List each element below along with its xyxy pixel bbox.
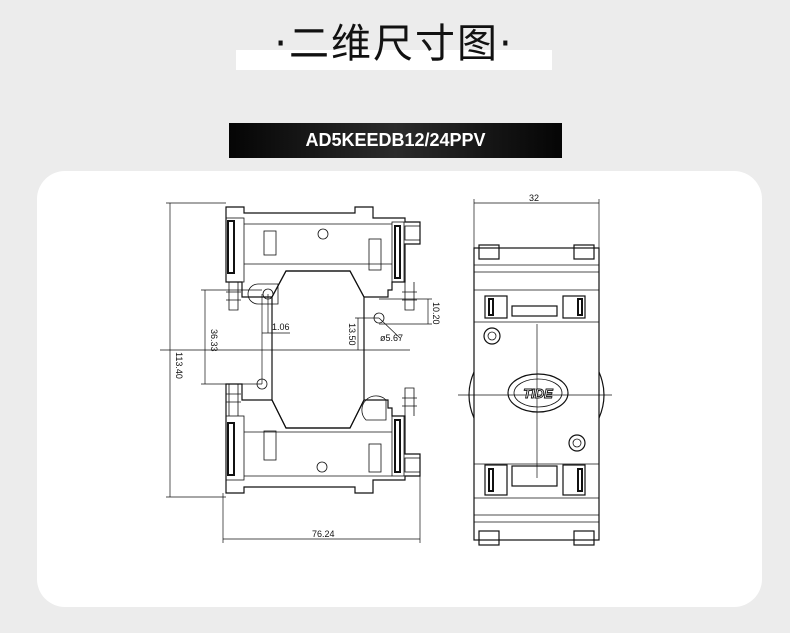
model-number: AD5KEEDB12/24PPV bbox=[305, 130, 486, 150]
top-bracket-outline bbox=[225, 206, 421, 298]
bottom-bracket-outline bbox=[225, 383, 421, 494]
title-underbar bbox=[236, 50, 552, 70]
side-top-lug-right bbox=[573, 244, 595, 260]
lower-block-right-pin bbox=[577, 468, 583, 492]
top-right-rail-inner bbox=[394, 225, 401, 279]
dim-height-total: 113.40 bbox=[174, 352, 184, 379]
top-left-rail bbox=[225, 217, 245, 283]
dim-inner: 36.33 bbox=[209, 329, 219, 352]
hole-dia-leader bbox=[378, 317, 401, 339]
lower-block-left-pin bbox=[488, 468, 494, 492]
title-block: ·二维尺寸图· bbox=[236, 20, 552, 70]
lower-block-left bbox=[484, 464, 508, 496]
model-banner: AD5KEEDB12/24PPV bbox=[229, 123, 562, 158]
side-body-outline bbox=[473, 247, 600, 541]
screw-bottom-right-inner bbox=[572, 438, 582, 448]
bottom-right-rail bbox=[391, 415, 405, 477]
logo-ring-inner bbox=[513, 378, 563, 408]
middle-body bbox=[271, 270, 365, 429]
side-top-lug-left bbox=[478, 244, 500, 260]
bottom-left-rail bbox=[225, 415, 245, 481]
top-right-tab bbox=[404, 225, 421, 241]
fitting-top-right bbox=[402, 282, 417, 311]
bottom-slot-right bbox=[368, 443, 382, 473]
fitting-bottom-right bbox=[402, 387, 417, 416]
dim-hole-dia: ø5.67 bbox=[380, 333, 403, 343]
dim-center-gap: 13.50 bbox=[347, 323, 357, 346]
logo-text: TIDE bbox=[523, 386, 553, 401]
side-bottom-lug-right bbox=[573, 530, 595, 546]
side-bottom-lug-left bbox=[478, 530, 500, 546]
dim-side-width: 32 bbox=[529, 193, 539, 203]
bottom-slot-left bbox=[263, 430, 277, 461]
bottom-right-rail-inner bbox=[394, 419, 401, 473]
dim-hole-offset: 1.06 bbox=[272, 322, 290, 332]
bottom-bracket-hole bbox=[316, 461, 328, 473]
bottom-left-rail-inner bbox=[227, 422, 235, 476]
top-slot-right bbox=[368, 238, 382, 271]
screw-top-left bbox=[483, 327, 501, 345]
upper-block-right bbox=[562, 295, 586, 319]
top-left-rail-inner bbox=[227, 220, 235, 274]
lower-block-right bbox=[562, 464, 586, 496]
upper-block-right-pin bbox=[577, 298, 583, 316]
fitting-bottom-left bbox=[226, 383, 241, 416]
upper-block-left bbox=[484, 295, 508, 319]
dim-width-total: 76.24 bbox=[312, 529, 335, 539]
logo-ring bbox=[507, 373, 569, 413]
left-view: 113.40 36.33 1.06 13.50 ø5.67 10.20 76.2… bbox=[160, 202, 441, 543]
upper-block-left-pin bbox=[488, 298, 494, 316]
lower-slot bbox=[511, 465, 558, 487]
right-view: 32 bbox=[458, 193, 612, 546]
upper-slot bbox=[511, 305, 558, 317]
top-right-rail bbox=[391, 221, 405, 283]
top-bracket-hole bbox=[317, 228, 329, 240]
page-title: ·二维尺寸图· bbox=[274, 21, 514, 67]
bottom-right-tab bbox=[404, 457, 421, 473]
screw-top-left-inner bbox=[487, 331, 497, 341]
screw-bottom-right bbox=[568, 434, 586, 452]
fitting-top-left bbox=[226, 282, 241, 311]
dim-right-small: 10.20 bbox=[431, 302, 441, 325]
top-slot-left bbox=[263, 230, 277, 256]
